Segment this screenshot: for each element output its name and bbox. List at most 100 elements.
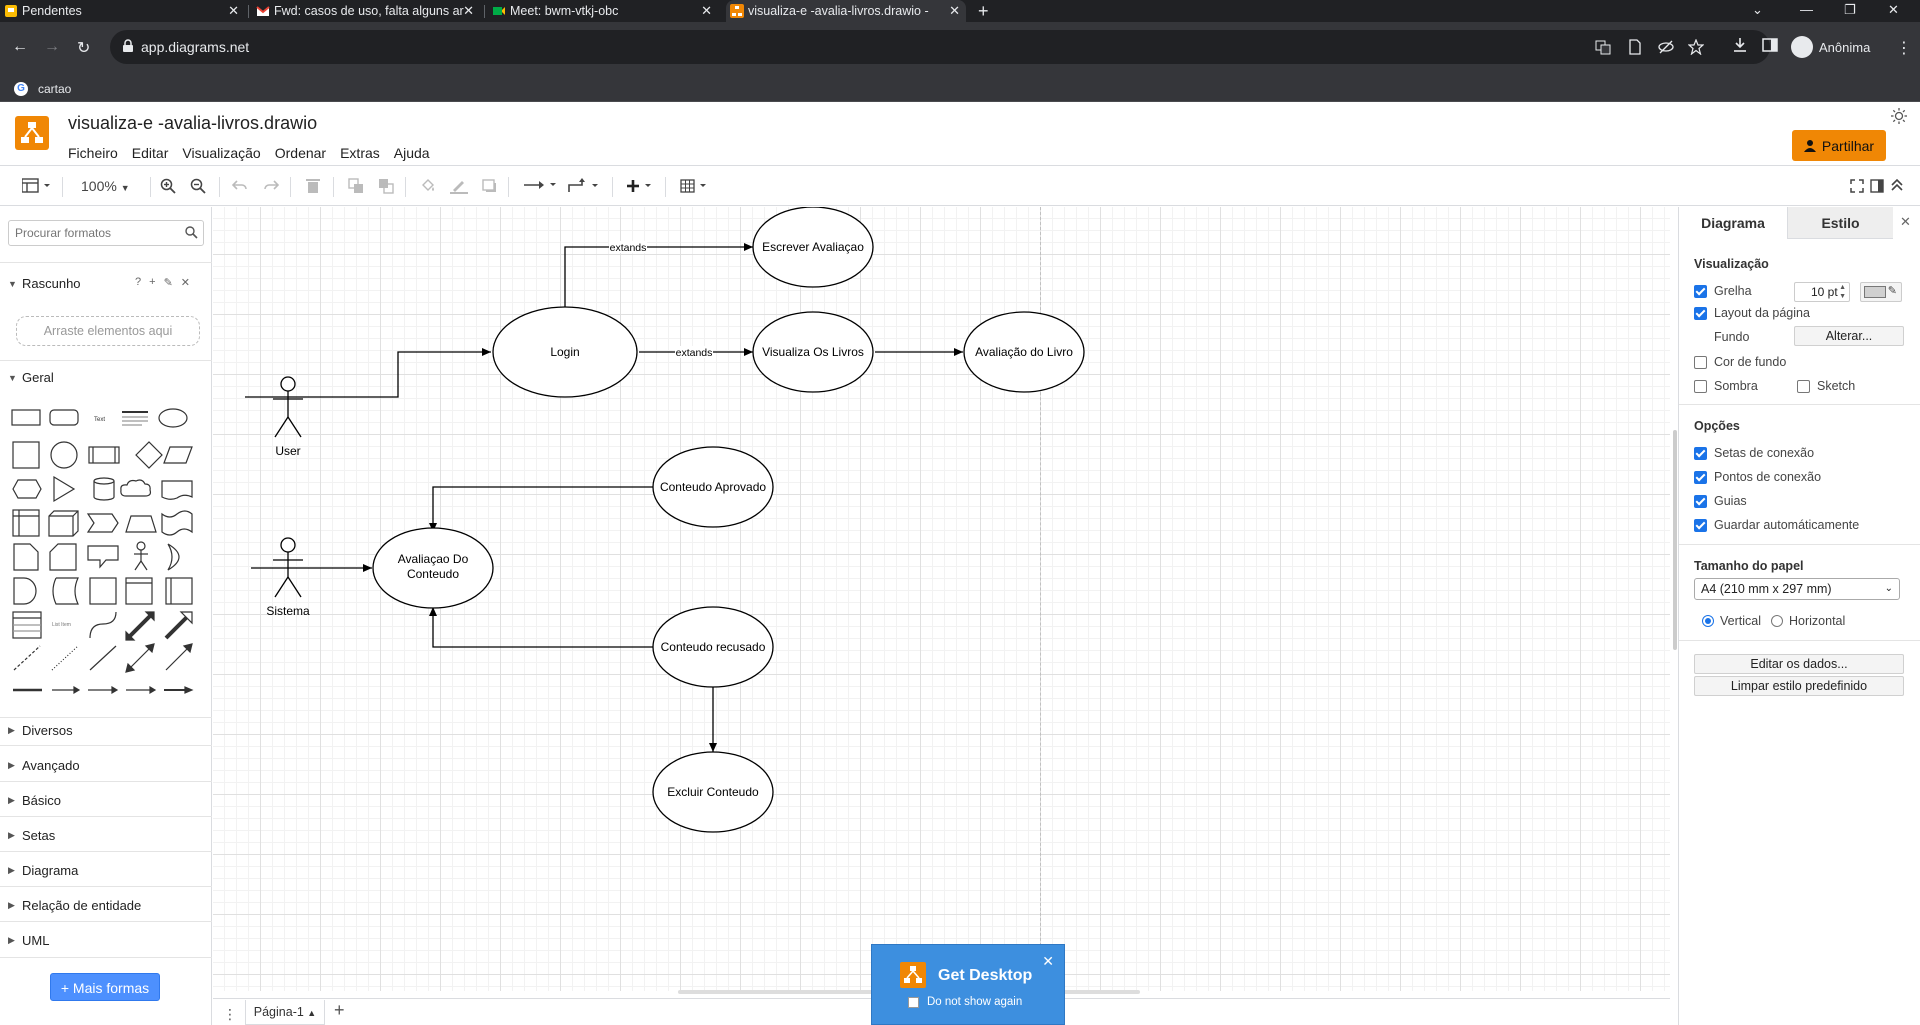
translate-icon[interactable] <box>1595 39 1611 55</box>
shape-cloud[interactable] <box>120 479 152 497</box>
close-window-icon[interactable]: ✕ <box>1888 2 1899 17</box>
shape-text[interactable]: Text <box>94 417 105 423</box>
grid-checkbox[interactable] <box>1694 284 1707 298</box>
shape-curve[interactable] <box>89 611 117 639</box>
connection-arrows-checkbox[interactable] <box>1694 446 1707 460</box>
restore-icon[interactable]: ❐ <box>1844 2 1856 17</box>
shape-link-2[interactable] <box>52 685 81 695</box>
edge-aprovado-avaliacao-conteudo[interactable] <box>429 486 653 532</box>
collapse-icon[interactable] <box>1890 178 1904 192</box>
shape-link-5[interactable] <box>164 686 194 694</box>
shape-frame[interactable] <box>125 577 153 605</box>
search-icon[interactable] <box>185 226 198 239</box>
page-layout-checkbox[interactable] <box>1694 306 1707 320</box>
portrait-radio[interactable] <box>1702 615 1714 627</box>
close-tab-icon[interactable]: ✕ <box>701 3 712 18</box>
change-background-button[interactable]: Alterar... <box>1794 326 1904 346</box>
share-button[interactable]: Partilhar <box>1792 130 1886 161</box>
shape-step[interactable] <box>86 513 119 533</box>
fullscreen-icon[interactable] <box>1850 179 1864 193</box>
shape-bidirectional-connector[interactable] <box>125 643 155 673</box>
add-icon[interactable]: + <box>149 276 156 288</box>
download-icon[interactable] <box>1732 36 1748 54</box>
shape-link-3[interactable] <box>88 685 119 695</box>
shape-card[interactable] <box>49 543 77 571</box>
browser-tab-drawio[interactable]: visualiza-e -avalia-livros.drawio - ✕ <box>726 0 966 22</box>
use-case-excluir-conteudo[interactable]: Excluir Conteudo <box>652 751 774 833</box>
new-tab-icon[interactable]: + <box>978 1 989 21</box>
shape-process[interactable] <box>88 446 120 464</box>
shape-search[interactable] <box>8 220 204 246</box>
shape-parallelogram[interactable] <box>163 446 193 464</box>
incognito-profile[interactable]: Anônima <box>1791 36 1870 58</box>
edit-icon[interactable]: ✎ <box>163 277 173 289</box>
connection-points-checkbox[interactable] <box>1694 470 1707 484</box>
shape-ellipse[interactable] <box>158 408 188 428</box>
format-panel-icon[interactable] <box>22 178 52 194</box>
guides-checkbox[interactable] <box>1694 494 1707 508</box>
section-rascunho[interactable]: ▼Rascunho <box>8 276 81 291</box>
minimize-icon[interactable]: — <box>1800 2 1813 17</box>
vertical-scrollbar[interactable] <box>1673 430 1677 650</box>
pages-menu-icon[interactable]: ⋮ <box>223 1006 237 1022</box>
shape-note[interactable] <box>13 543 39 571</box>
edge-recusado-avaliacao-conteudo[interactable] <box>429 607 653 648</box>
address-bar[interactable]: app.diagrams.net <box>110 30 1770 64</box>
shape-list-item[interactable]: List Item <box>52 622 71 628</box>
shadow-option[interactable]: Sombra <box>1694 379 1758 393</box>
section-diversos[interactable]: ▶Diversos <box>8 723 73 738</box>
theme-icon[interactable] <box>1891 108 1907 124</box>
edge-label-extends-1[interactable]: extands <box>610 242 647 254</box>
insert-icon[interactable] <box>626 178 656 194</box>
shape-bidirectional-arrow[interactable] <box>125 611 155 641</box>
edge-label-extends-2[interactable]: extands <box>676 347 713 359</box>
shape-diamond[interactable] <box>135 441 163 469</box>
help-icon[interactable]: ? <box>135 276 142 288</box>
add-page-icon[interactable]: + <box>334 1000 345 1020</box>
close-format-panel-icon[interactable]: ✕ <box>1900 214 1911 229</box>
shape-square-2[interactable] <box>89 577 117 605</box>
zoom-out-icon[interactable] <box>190 178 206 194</box>
to-front-icon[interactable] <box>348 178 364 194</box>
shape-delay[interactable] <box>13 577 37 605</box>
shape-container[interactable] <box>165 577 193 605</box>
landscape-radio[interactable] <box>1771 615 1783 627</box>
shape-square[interactable] <box>12 441 40 469</box>
back-icon[interactable]: ← <box>12 38 28 55</box>
section-relacao-entidade[interactable]: ▶Relação de entidade <box>8 898 142 913</box>
actor-user[interactable]: User <box>273 376 303 458</box>
shape-cylinder[interactable] <box>93 477 115 501</box>
use-case-visualiza-livros[interactable]: Visualiza Os Livros <box>752 311 874 393</box>
grid-size-input[interactable]: 10 pt▲▼ <box>1794 282 1850 302</box>
autosave-checkbox[interactable] <box>1694 518 1707 532</box>
shape-hexagon[interactable] <box>12 479 42 499</box>
menu-editar[interactable]: Editar <box>131 145 169 161</box>
forward-icon[interactable]: → <box>44 38 60 55</box>
browser-tab-gmail[interactable]: Fwd: casos de uso, falta alguns ar ✕ <box>252 0 480 22</box>
get-desktop-popup[interactable]: Get Desktop ✕ Do not show again <box>871 944 1065 1025</box>
connection-arrows-option[interactable]: Setas de conexão <box>1694 446 1814 460</box>
autosave-option[interactable]: Guardar automáticamente <box>1694 518 1859 532</box>
shadow-checkbox[interactable] <box>1694 379 1707 393</box>
landscape-option[interactable]: Horizontal <box>1771 614 1845 628</box>
section-avancado[interactable]: ▶Avançado <box>8 758 80 773</box>
scratchpad-dropzone[interactable]: Arraste elementos aqui <box>16 316 200 346</box>
shape-or[interactable] <box>167 543 180 571</box>
portrait-option[interactable]: Vertical <box>1702 614 1761 628</box>
tab-diagrama[interactable]: Diagrama <box>1679 207 1787 239</box>
grid-option[interactable]: Grelha <box>1694 284 1752 298</box>
tab-estilo[interactable]: Estilo <box>1787 207 1893 239</box>
page-tab-current[interactable]: Página-1 ▲ <box>245 1000 325 1025</box>
format-toggle-icon[interactable] <box>1870 179 1884 193</box>
shape-rectangle[interactable] <box>11 409 41 426</box>
use-case-avaliacao-livro[interactable]: Avaliação do Livro <box>963 311 1085 393</box>
use-case-login[interactable]: Login <box>492 306 638 398</box>
shape-search-input[interactable] <box>9 221 179 245</box>
zoom-dropdown[interactable]: 100% ▼ <box>81 178 130 194</box>
menu-ficheiro[interactable]: Ficheiro <box>68 145 118 161</box>
to-back-icon[interactable] <box>378 178 394 194</box>
background-color-checkbox[interactable] <box>1694 355 1707 369</box>
document-icon[interactable] <box>1628 39 1642 55</box>
sketch-option[interactable]: Sketch <box>1797 379 1855 393</box>
line-color-icon[interactable] <box>450 178 468 194</box>
